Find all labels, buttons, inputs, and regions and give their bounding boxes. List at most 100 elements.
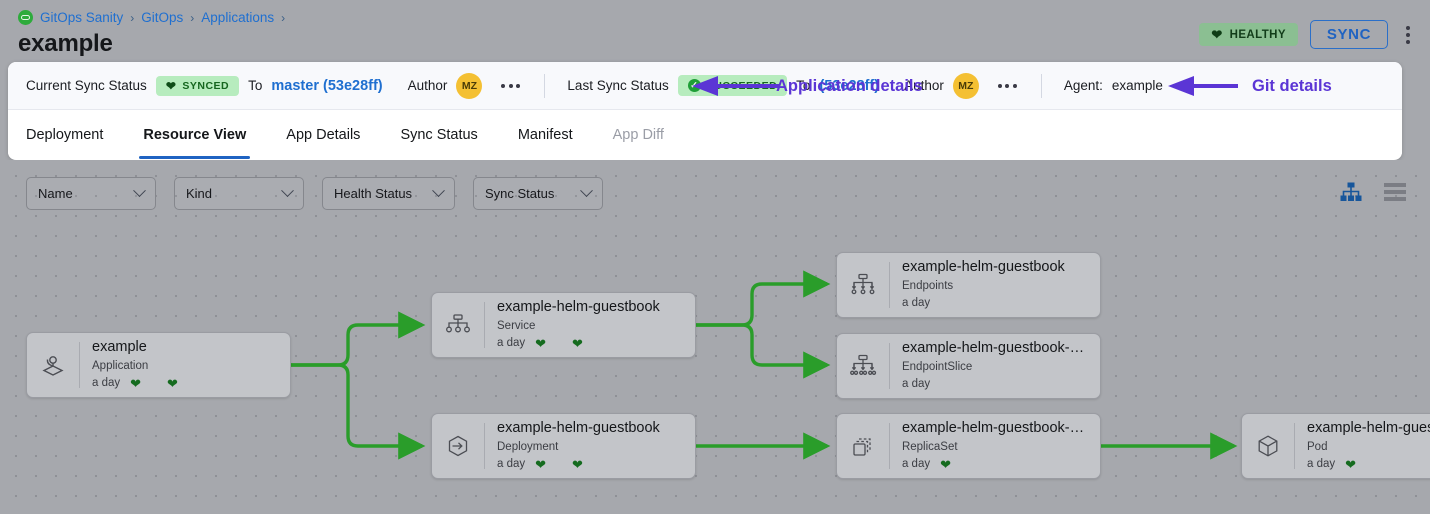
- node-age: a day: [901, 457, 931, 470]
- current-sync-revision[interactable]: master (53e28ff): [271, 77, 383, 94]
- filter-sync-status[interactable]: Sync Status: [473, 177, 603, 210]
- filter-health-status-label: Health Status: [334, 186, 413, 201]
- service-icon: [432, 312, 484, 338]
- node-age: a day: [497, 336, 526, 349]
- page-header: GitOps Sanity › GitOps › Applications › …: [0, 0, 1430, 64]
- current-sync-status-label: Current Sync Status: [26, 78, 147, 93]
- divider: [1294, 423, 1295, 469]
- breadcrumb: GitOps Sanity › GitOps › Applications ›: [18, 10, 285, 25]
- application-summary-panel: Current Sync Status ❤ SYNCED To master (…: [8, 62, 1402, 160]
- status-badge-label: HEALTHY: [1229, 28, 1286, 41]
- breadcrumb-item-gitops[interactable]: GitOps: [141, 10, 184, 25]
- annotation-application-details-label: Application details: [776, 76, 923, 95]
- agent-label: Agent:: [1063, 78, 1103, 93]
- annotation-application-details: Application details: [684, 73, 923, 99]
- last-sync-status-label: Last Sync Status: [567, 78, 669, 93]
- node-name: example-helm-guestbook: [497, 298, 660, 315]
- agent-value: example: [1111, 78, 1163, 93]
- status-badge-healthy: ❤ HEALTHY: [1199, 23, 1298, 46]
- node-body: example-helm-guestbook Deployment a day …: [485, 414, 695, 478]
- divider: [544, 73, 546, 98]
- node-body: example-helm-guest Pod a day ❤: [1295, 414, 1430, 478]
- gitops-logo-icon: [18, 10, 33, 25]
- list-view-icon[interactable]: [1384, 182, 1406, 207]
- heart-icon: ❤: [165, 78, 177, 93]
- header-actions: ❤ HEALTHY SYNC: [1199, 20, 1416, 49]
- filter-kind[interactable]: Kind: [174, 177, 304, 210]
- node-kind: Deployment: [497, 440, 559, 453]
- graph-node-endpoints[interactable]: example-helm-guestbook Endpoints a day: [836, 252, 1101, 318]
- filter-health-status[interactable]: Health Status: [322, 177, 455, 210]
- sync-button[interactable]: SYNC: [1309, 20, 1388, 49]
- current-sync-status-pill: ❤ SYNCED: [155, 75, 240, 96]
- tab-app-details[interactable]: App Details: [286, 126, 361, 143]
- chevron-down-icon: [133, 184, 146, 198]
- graph-node-service[interactable]: example-helm-guestbook Service a day ❤ ❤: [431, 292, 696, 358]
- node-meta: a day ❤: [902, 456, 1090, 473]
- last-sync-revision[interactable]: (53e28ff): [819, 77, 880, 94]
- kebab-vertical-icon[interactable]: [1400, 22, 1416, 48]
- filter-bar: Name Kind Health Status Sync Status: [26, 177, 603, 210]
- node-body: example-helm-guestbook-ct... EndpointSli…: [890, 334, 1100, 398]
- pod-icon: [1242, 433, 1294, 459]
- application-tabs: Deployment Resource View App Details Syn…: [8, 76, 1402, 159]
- chevron-down-icon: [281, 184, 294, 198]
- health-heart-icon: ❤: [130, 375, 142, 391]
- node-age: a day: [1307, 457, 1336, 470]
- divider: [889, 262, 890, 308]
- sync-status-bar: Current Sync Status ❤ SYNCED To master (…: [8, 62, 1402, 110]
- node-meta: a day: [902, 295, 1090, 312]
- health-heart-icon: ❤: [535, 335, 547, 351]
- node-meta: a day ❤ ❤: [497, 456, 685, 473]
- node-kind: Endpoints: [902, 279, 954, 292]
- tab-manifest[interactable]: Manifest: [517, 126, 573, 143]
- node-body: example-helm-guestbook Service a day ❤ ❤: [485, 293, 695, 357]
- annotation-git-details-label: Git details: [1252, 76, 1332, 95]
- node-kind: ReplicaSet: [901, 440, 958, 453]
- kebab-horizontal-icon[interactable]: [499, 80, 522, 92]
- current-author-label: Author: [407, 78, 448, 93]
- graph-node-application[interactable]: example Application a day ❤ ❤: [26, 332, 291, 398]
- deployment-icon: [432, 433, 484, 459]
- divider: [484, 423, 485, 469]
- node-kind: Application: [92, 359, 149, 372]
- sync-heart-icon: ❤: [167, 375, 178, 391]
- graph-node-deployment[interactable]: example-helm-guestbook Deployment a day …: [431, 413, 696, 479]
- sync-heart-icon: ❤: [572, 456, 583, 472]
- filter-name[interactable]: Name: [26, 177, 156, 210]
- graph-node-endpointslice[interactable]: example-helm-guestbook-ct... EndpointSli…: [836, 333, 1101, 399]
- replicaset-icon: [837, 433, 889, 459]
- filter-kind-label: Kind: [186, 186, 213, 201]
- resource-graph-canvas[interactable]: Name Kind Health Status Sync Status: [0, 160, 1430, 514]
- breadcrumb-item-applications[interactable]: Applications: [201, 10, 275, 25]
- tab-sync-status[interactable]: Sync Status: [400, 126, 478, 143]
- current-sync-to-label: To: [248, 78, 263, 93]
- heart-icon: ❤: [1211, 27, 1223, 42]
- health-heart-icon: ❤: [535, 456, 547, 472]
- graph-node-pod[interactable]: example-helm-guest Pod a day ❤: [1241, 413, 1430, 479]
- breadcrumb-separator: ›: [190, 10, 195, 25]
- chevron-down-icon: [432, 184, 445, 198]
- graph-node-replicaset[interactable]: example-helm-guestbook-74... ReplicaSet …: [836, 413, 1101, 479]
- divider: [79, 342, 80, 388]
- last-author-label: Author: [904, 78, 944, 93]
- filter-name-label: Name: [38, 186, 73, 201]
- node-kind: Service: [497, 319, 536, 332]
- divider: [1040, 73, 1042, 98]
- tab-resource-view[interactable]: Resource View: [139, 110, 251, 159]
- tab-app-diff[interactable]: App Diff: [612, 126, 664, 143]
- last-sync-to-label: To: [796, 78, 811, 93]
- node-age: a day: [901, 377, 931, 390]
- tree-view-icon[interactable]: [1340, 182, 1362, 207]
- breadcrumb-item-gitops-sanity[interactable]: GitOps Sanity: [40, 10, 124, 25]
- node-name: example-helm-guest: [1307, 419, 1430, 436]
- tab-deployment[interactable]: Deployment: [26, 126, 104, 143]
- endpointslice-icon: [837, 353, 889, 379]
- view-toggle-group: [1340, 182, 1406, 207]
- node-body: example Application a day ❤ ❤: [80, 333, 290, 397]
- sync-heart-icon: ❤: [572, 335, 583, 351]
- kebab-horizontal-icon[interactable]: [996, 80, 1019, 92]
- page-title: example: [18, 30, 113, 57]
- node-meta: a day ❤: [1307, 456, 1430, 473]
- health-heart-icon: ❤: [1345, 456, 1357, 472]
